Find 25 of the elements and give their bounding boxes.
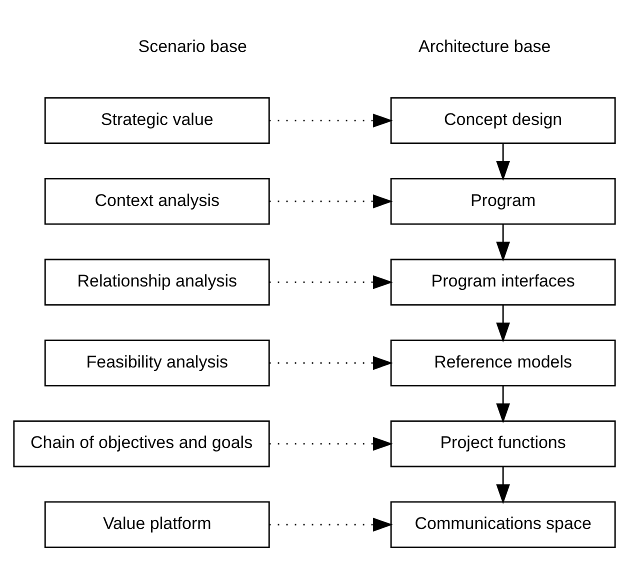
arrow xyxy=(269,275,393,290)
arrow xyxy=(496,143,510,181)
node-box: Reference models xyxy=(390,340,616,386)
node-box: Program xyxy=(390,178,616,225)
node-box: Concept design xyxy=(390,97,616,144)
node-box: Program interfaces xyxy=(390,258,616,306)
node-box: Communications space xyxy=(390,501,616,548)
node-box: Value platform xyxy=(44,501,270,548)
arrow xyxy=(496,466,510,504)
arrow xyxy=(269,114,393,128)
label: Architecture base xyxy=(418,36,551,56)
arrow xyxy=(269,356,393,370)
arrow xyxy=(269,194,393,208)
node-box: Strategic value xyxy=(44,97,270,144)
arrow xyxy=(269,518,393,532)
arrow xyxy=(496,304,510,342)
label: Scenario base xyxy=(138,36,247,56)
arrow xyxy=(269,436,393,451)
arrow xyxy=(496,224,510,262)
node-box: Feasibility analysis xyxy=(44,340,270,386)
node-box: Project functions xyxy=(390,420,616,468)
node-box: Relationship analysis xyxy=(44,258,270,306)
node-box: Chain of objectives and goals xyxy=(13,420,270,468)
node-box: Context analysis xyxy=(44,178,270,225)
arrow xyxy=(496,386,510,424)
